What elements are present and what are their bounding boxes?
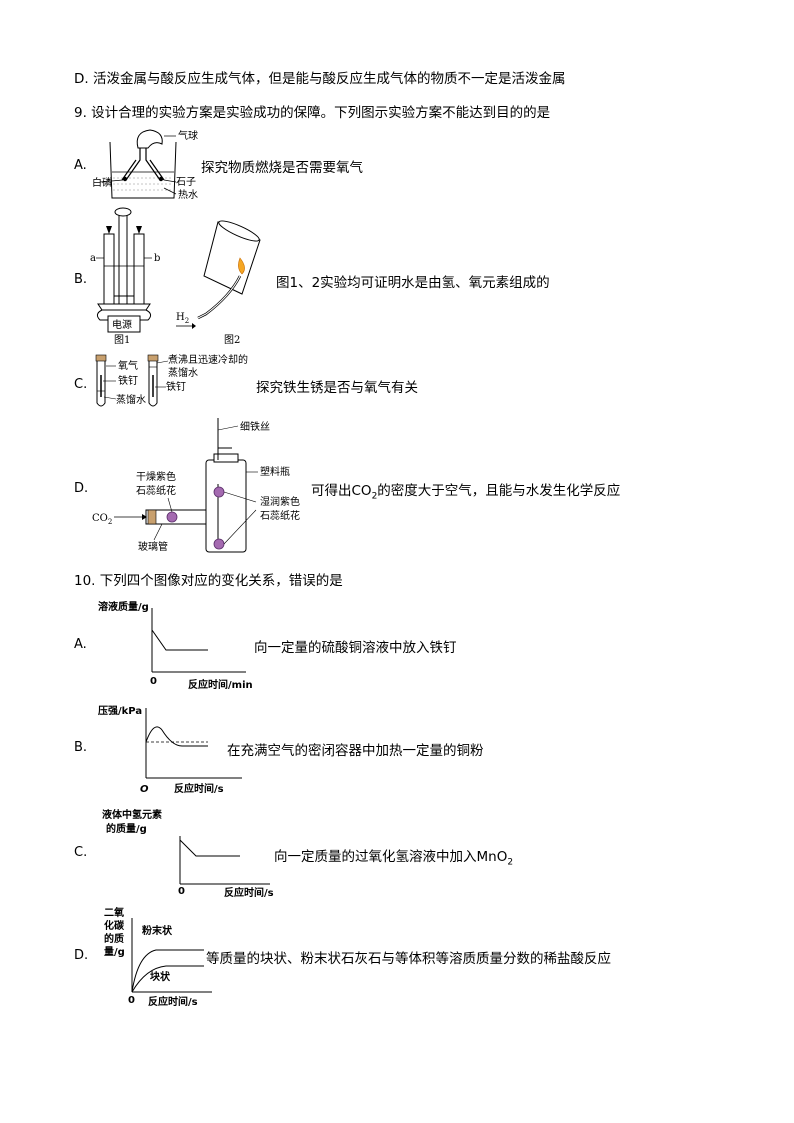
q9-c-test-tubes-figure: 氧气 铁钉 蒸馏水 煮沸且迅速冷却的 蒸馏水 铁钉 bbox=[95, 353, 248, 407]
q10-b-graph: 压强/kPa O 反应时间/s bbox=[98, 705, 242, 795]
q10-c-letter: C. bbox=[74, 845, 88, 860]
q9-c-label-nail2: 铁钉 bbox=[166, 380, 186, 393]
q10-c-xlabel: 反应时间/s bbox=[224, 886, 274, 899]
q10-b-origin: O bbox=[140, 784, 149, 795]
q10-stem: 10. 下列四个图像对应的变化关系，错误的是 bbox=[74, 573, 343, 589]
q10-d-graph: 二氧 化碳 的质 量/g 粉末状 块状 0 反应时间/s bbox=[104, 906, 212, 1008]
q10-b-ylabel: 压强/kPa bbox=[98, 705, 142, 717]
q10-b-letter: B. bbox=[74, 740, 88, 755]
q10-d-origin: 0 bbox=[128, 995, 135, 1006]
q10-a-origin: 0 bbox=[150, 676, 157, 687]
q9-d-label-wet1: 湿润紫色 bbox=[260, 495, 300, 508]
q9-a-letter: A. bbox=[74, 158, 87, 173]
q9-b-text: 图1、2实验均可证明水是由氢、氧元素组成的 bbox=[276, 275, 550, 291]
q9-a-label-white-phosphorus: 白磷 bbox=[92, 176, 112, 189]
q9-b-label-fig1: 图1 bbox=[114, 334, 130, 346]
q9-d-label-co2-in: CO2 bbox=[92, 513, 112, 526]
q10-c-origin: 0 bbox=[178, 886, 185, 897]
q9-a-label-hot-water: 热水 bbox=[178, 188, 198, 201]
q8-option-d: D. 活泼金属与酸反应生成气体，但是能与酸反应生成气体的物质不一定是活泼金属 bbox=[74, 71, 566, 87]
q10-c-ylabel-1: 液体中氢元素 bbox=[102, 808, 162, 821]
q9-d-text: 可得出CO2的密度大于空气，且能与水发生化学反应 bbox=[311, 483, 621, 502]
q9-a-label-stone: 石子 bbox=[176, 176, 196, 188]
q10-c-ylabel-2: 的质量/g bbox=[106, 822, 147, 835]
q9-a-apparatus-figure: 气球 白磷 石子 热水 bbox=[92, 129, 198, 201]
q9-b-label-power: 电源 bbox=[112, 318, 132, 331]
q9-a-label-balloon: 气球 bbox=[178, 129, 198, 142]
q9-b-label-b: b bbox=[154, 253, 160, 264]
q9-c-label-nail1: 铁钉 bbox=[118, 374, 138, 387]
q9-c-label-boiled2: 蒸馏水 bbox=[168, 366, 198, 379]
q10-d-text: 等质量的块状、粉末状石灰石与等体积等溶质质量分数的稀盐酸反应 bbox=[206, 951, 611, 967]
q10-d-ylabel-3: 量/g bbox=[104, 945, 125, 958]
q10-d-xlabel: 反应时间/s bbox=[148, 995, 198, 1008]
q10-d-letter: D. bbox=[74, 948, 89, 963]
q9-d-label-bottle: 塑料瓶 bbox=[260, 465, 290, 478]
q10-d-label-block: 块状 bbox=[150, 970, 171, 983]
q10-a-ylabel: 溶液质量/g bbox=[98, 600, 149, 613]
q9-d-label-wire: 细铁丝 bbox=[240, 420, 270, 433]
q10-b-text: 在充满空气的密闭容器中加热一定量的铜粉 bbox=[227, 743, 484, 759]
q10-d-label-powder: 粉末状 bbox=[142, 924, 173, 937]
q10-d-ylabel-2: 的质 bbox=[104, 932, 124, 945]
q9-d-label-dry2: 石蕊纸花 bbox=[136, 484, 176, 497]
q10-a-text: 向一定量的硫酸铜溶液中放入铁钉 bbox=[254, 640, 457, 656]
q9-d-co2-apparatus-figure: 细铁丝 塑料瓶 湿润紫色 石蕊纸花 CO2 干燥紫色 石蕊纸花 玻璃管 bbox=[92, 418, 300, 553]
q9-d-label-dry1: 干燥紫色 bbox=[136, 470, 176, 483]
q9-stem: 9. 设计合理的实验方案是实验成功的保障。下列图示实验方案不能达到目的的是 bbox=[74, 105, 551, 121]
q10-c-graph: 液体中氢元素 的质量/g 0 反应时间/s bbox=[102, 808, 274, 899]
q10-a-xlabel: 反应时间/min bbox=[188, 678, 253, 691]
q9-c-label-water: 蒸馏水 bbox=[116, 393, 146, 406]
q9-b-label-fig2: 图2 bbox=[224, 334, 240, 346]
q10-a-graph: 溶液质量/g 0 反应时间/min bbox=[98, 600, 253, 691]
q9-b-electrolysis-figure: a b 电源 图1 H2 图2 bbox=[90, 207, 261, 346]
q10-d-ylabel-0: 二氧 bbox=[104, 906, 124, 919]
q10-a-letter: A. bbox=[74, 637, 87, 652]
q9-b-label-h2: H2 bbox=[176, 312, 189, 325]
q10-d-ylabel-1: 化碳 bbox=[104, 919, 125, 932]
q9-c-label-boiled1: 煮沸且迅速冷却的 bbox=[168, 353, 248, 366]
q9-c-label-oxygen: 氧气 bbox=[118, 359, 138, 372]
q9-d-label-wet2: 石蕊纸花 bbox=[260, 509, 300, 522]
q10-c-text: 向一定质量的过氧化氢溶液中加入MnO2 bbox=[274, 849, 514, 868]
q9-a-text: 探究物质燃烧是否需要氧气 bbox=[201, 160, 363, 176]
q9-b-label-a: a bbox=[90, 253, 96, 264]
q9-d-label-tube: 玻璃管 bbox=[138, 540, 168, 553]
q10-b-xlabel: 反应时间/s bbox=[174, 782, 224, 795]
q9-c-text: 探究铁生锈是否与氧气有关 bbox=[256, 380, 418, 396]
q9-d-letter: D. bbox=[74, 481, 89, 496]
q9-c-letter: C. bbox=[74, 377, 88, 392]
q9-b-letter: B. bbox=[74, 272, 88, 287]
